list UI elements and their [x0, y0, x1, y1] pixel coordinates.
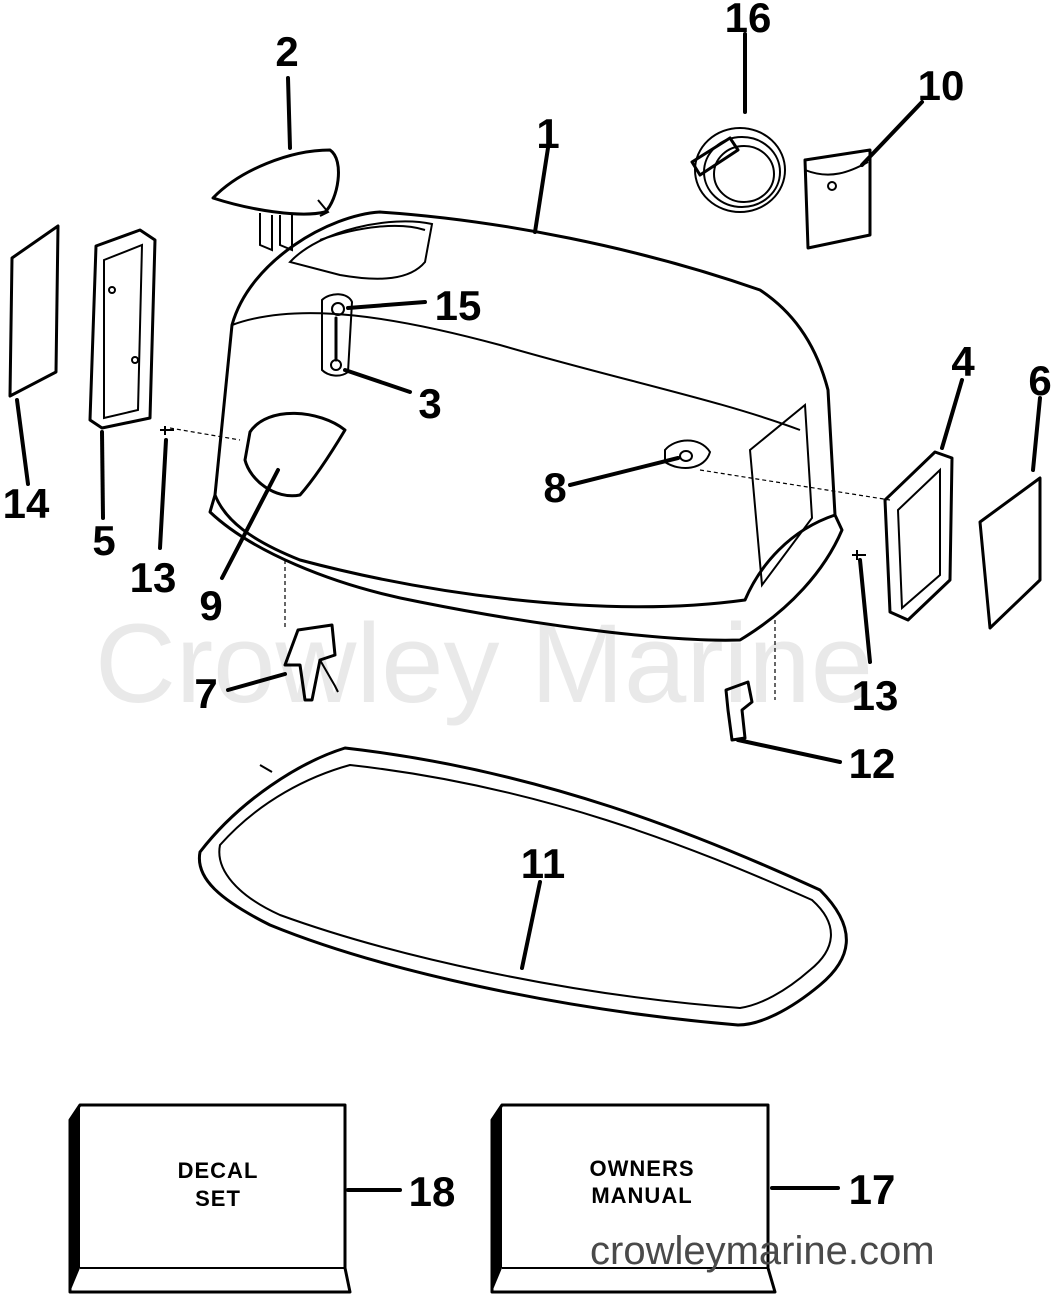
part-5-grille-frame	[88, 228, 157, 430]
part-8-grommet	[664, 439, 712, 469]
callout-7: 7	[194, 670, 217, 717]
callout-2: 2	[275, 28, 298, 75]
part-11-seal	[197, 746, 848, 1027]
watermark-text: Crowley Marine	[95, 601, 873, 726]
callout-14: 14	[3, 480, 50, 527]
decal-label-line1: DECAL	[178, 1158, 259, 1183]
leader-lines	[15, 32, 1042, 970]
callout-11: 11	[521, 840, 565, 887]
part-1-engine-cover	[169, 210, 891, 642]
callout-18: 18	[409, 1168, 456, 1215]
owners-manual-box: OWNERS MANUAL	[490, 1103, 840, 1294]
part-13-screw-right	[852, 550, 866, 560]
callout-3: 3	[418, 380, 441, 427]
part-16-lanyard-cord	[690, 127, 786, 213]
callout-1: 1	[536, 110, 559, 157]
callout-10: 10	[918, 62, 965, 109]
callout-13-right: 13	[852, 672, 899, 719]
callout-8: 8	[543, 464, 566, 511]
callout-4: 4	[951, 338, 975, 385]
callout-15: 15	[435, 282, 482, 329]
decal-label-line2: SET	[195, 1186, 241, 1211]
part-7-bracket	[283, 560, 339, 702]
callout-6: 6	[1028, 357, 1051, 404]
decal-set-box: DECAL SET	[68, 1103, 402, 1294]
manual-label-line2: MANUAL	[591, 1183, 692, 1208]
part-9-foam-pad	[243, 411, 347, 498]
part-2-latch-cover	[211, 148, 340, 252]
callout-numbers: 1 2 3 4 5 6 7 8 9 10 11 12 13 13 14 15 1…	[3, 0, 1052, 1215]
callout-16: 16	[725, 0, 772, 41]
part-12-bracket	[724, 620, 776, 742]
callout-9: 9	[199, 582, 222, 629]
watermark-url: crowleymarine.com	[590, 1229, 935, 1273]
manual-label-line1: OWNERS	[590, 1156, 695, 1181]
callout-5: 5	[92, 517, 115, 564]
part-4-grille-frame	[883, 450, 954, 622]
part-14-panel	[8, 224, 60, 398]
callout-12: 12	[849, 740, 896, 787]
part-6-panel	[978, 476, 1042, 630]
callout-13-left: 13	[130, 554, 177, 601]
part-13-screw-left	[160, 426, 174, 435]
callout-17: 17	[849, 1166, 896, 1213]
